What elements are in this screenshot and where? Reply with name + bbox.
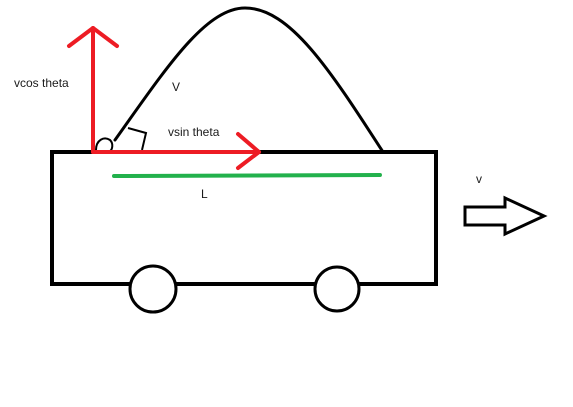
angle-marker — [127, 127, 148, 151]
launch-point-marker — [95, 137, 114, 152]
cart-body — [50, 150, 438, 286]
vsin-theta-label: vsin theta — [168, 125, 220, 139]
length-line — [112, 173, 382, 178]
cart-velocity-label: v — [476, 172, 482, 186]
vertical-arrow-head — [67, 26, 119, 48]
horizontal-arrow-head — [236, 132, 261, 170]
vcos-theta-label: vcos theta — [14, 76, 69, 90]
trajectory-velocity-label: V — [172, 80, 181, 94]
vertical-velocity-arrow — [67, 26, 119, 154]
horizontal-velocity-arrow — [91, 132, 261, 170]
length-label: L — [201, 187, 208, 201]
trajectory-curve — [113, 6, 385, 154]
left-wheel — [128, 264, 178, 314]
right-wheel — [313, 265, 361, 313]
cart-velocity-arrow — [463, 195, 548, 237]
